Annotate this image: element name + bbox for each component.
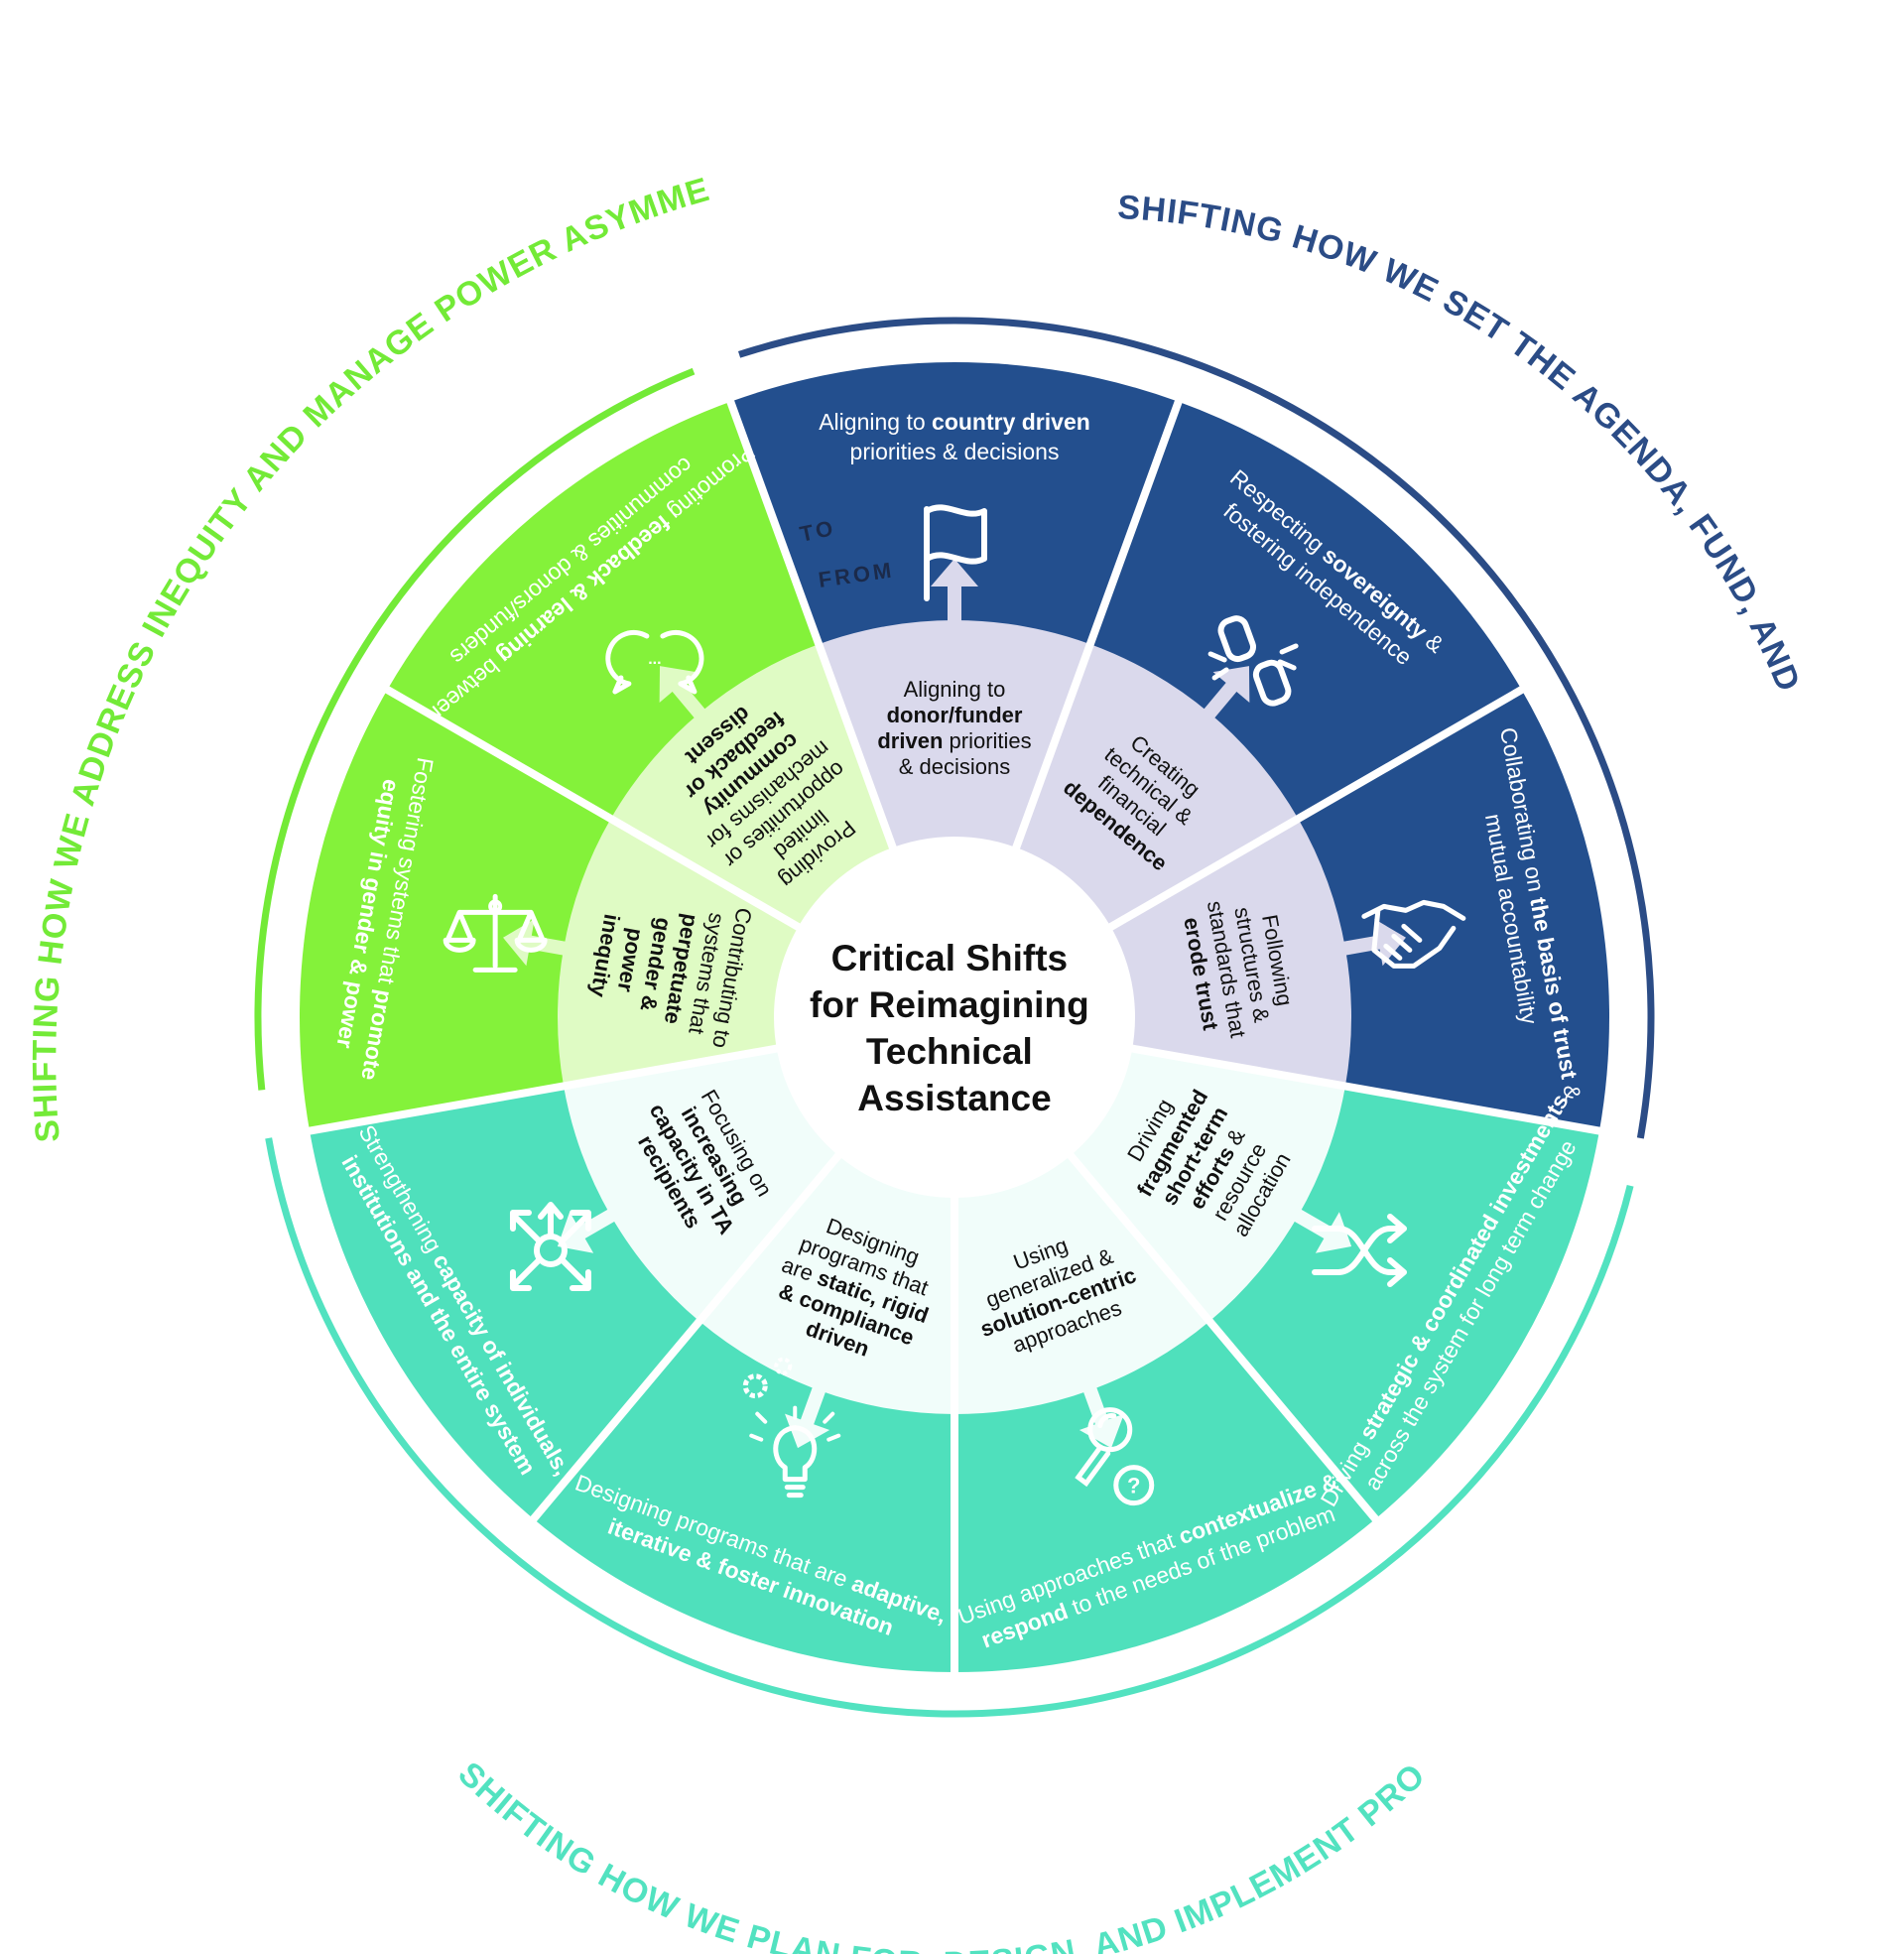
- shift-arrow-sovereignty: [1194, 666, 1250, 730]
- hub-arrows-icon: [509, 1202, 591, 1291]
- center-title: Critical Shifts for Reimagining Technica…: [810, 938, 1099, 1118]
- divider-line: [1104, 685, 1526, 933]
- chat-bubbles-icon: ...: [605, 629, 704, 695]
- from-text-gender-equity: Contributing tosystems thatperpetuategen…: [580, 883, 756, 1050]
- shift-arrow-feedback: [659, 666, 715, 730]
- from-text-system-capacity: Focusing onincreasingcapacity in TArecip…: [622, 1074, 784, 1251]
- group-rims: [254, 317, 1655, 1718]
- shuffle-arrows-icon: [1312, 1214, 1408, 1287]
- rim-arc-teal: [265, 1137, 1634, 1718]
- sector-icons: ?...: [443, 504, 1466, 1506]
- lightbulb-gears-icon: [742, 1357, 841, 1498]
- sector-dividers: [307, 398, 1602, 1674]
- divider-line: [1064, 1149, 1380, 1523]
- from-text-trust: Followingstructures &standards thaterode…: [1177, 890, 1302, 1044]
- rim-arc-navy: [737, 317, 1655, 1139]
- broken-chain-icon: [1207, 615, 1299, 707]
- svg-text:?: ?: [1127, 1474, 1140, 1498]
- inner-sector-country-driven: [819, 619, 1090, 1017]
- handshake-icon: [1361, 899, 1466, 969]
- divider-line: [1126, 1043, 1602, 1135]
- shift-arrow-system-capacity: [557, 1201, 628, 1253]
- flag-icon: [924, 504, 987, 601]
- divider-line: [725, 398, 899, 854]
- divider-line: [1010, 398, 1184, 854]
- divider-line: [529, 1149, 845, 1523]
- rim-arc-green: [254, 367, 696, 1091]
- shift-arrow-trust: [1328, 919, 1406, 967]
- svg-text:...: ...: [648, 651, 661, 668]
- magnifier-question-icon: ?: [1075, 1407, 1155, 1506]
- scales-icon: [443, 893, 548, 973]
- inner-sectors: [558, 619, 1351, 1414]
- divider-line: [307, 1043, 783, 1135]
- divider-line: [383, 685, 805, 933]
- center-circle: [774, 837, 1135, 1198]
- shift-arrow-country-driven: [931, 559, 978, 636]
